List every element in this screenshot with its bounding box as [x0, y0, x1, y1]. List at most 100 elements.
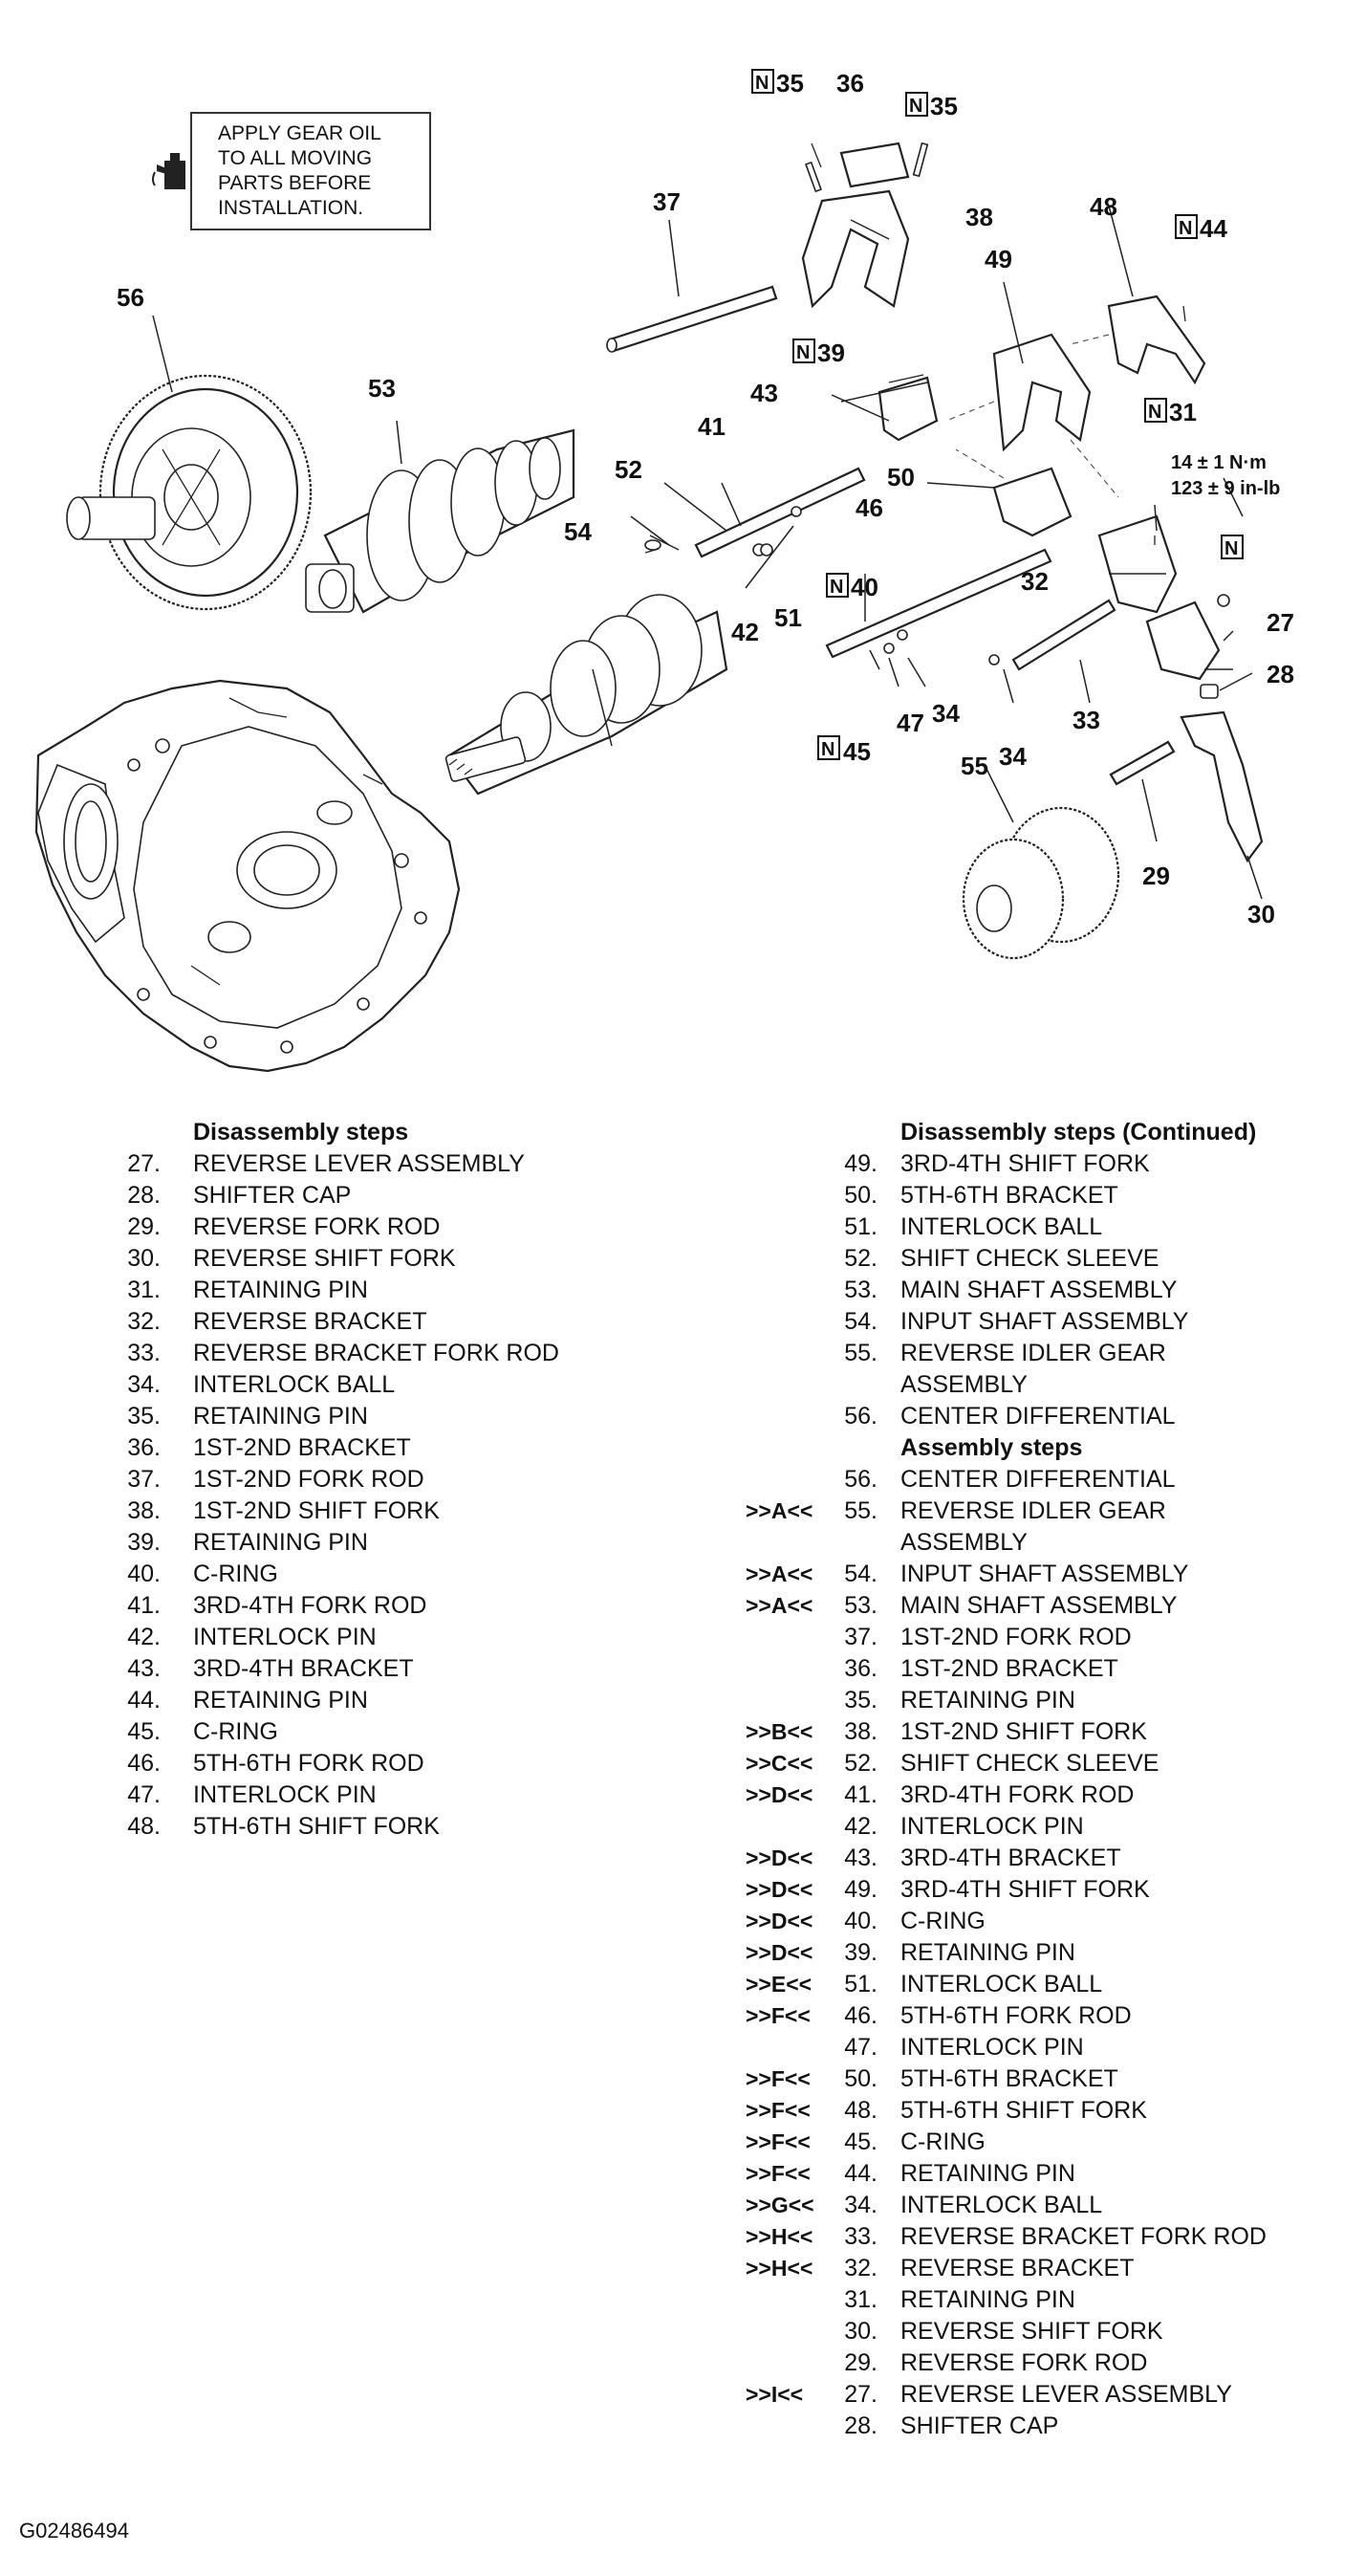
step-label: REVERSE FORK ROD [193, 1213, 441, 1240]
callout-34b: 34 [999, 742, 1027, 771]
step-number: 51. [844, 1213, 878, 1240]
step-number: 32. [844, 2255, 878, 2281]
callout-56: 56 [117, 283, 144, 312]
step-row: 47.INTERLOCK PIN [115, 1779, 650, 1811]
step-number: 51. [844, 1971, 878, 1997]
step-label: RETAINING PIN [900, 1687, 1075, 1714]
figure-id: G02486494 [19, 2519, 129, 2543]
step-row: 35.RETAINING PIN [746, 1685, 1357, 1716]
step-number: 37. [844, 1624, 878, 1650]
step-marker: >>A<< [746, 1561, 813, 1586]
step-number: 42. [844, 1813, 878, 1840]
step-label: C-RING [193, 1718, 278, 1745]
callout-35a: 35 [776, 69, 804, 98]
step-label: C-RING [193, 1561, 278, 1587]
callout-46: 46 [856, 493, 883, 522]
step-marker: >>D<< [746, 1877, 813, 1902]
shift-fork-48-drawing [1107, 295, 1206, 385]
assembly-heading: Assembly steps [900, 1434, 1083, 1461]
step-number: 36. [127, 1434, 161, 1461]
step-number: 44. [127, 1687, 161, 1714]
step-label: 5TH-6TH BRACKET [900, 2065, 1118, 2092]
step-label: 1ST-2ND SHIFT FORK [900, 1718, 1147, 1745]
step-number: 28. [844, 2412, 878, 2439]
step-label: 5TH-6TH FORK ROD [193, 1750, 424, 1777]
step-label: SHIFTER CAP [193, 1182, 352, 1209]
step-row: >>D<<39.RETAINING PIN [746, 1937, 1357, 1969]
step-number: 46. [127, 1750, 161, 1777]
callout-50: 50 [887, 463, 915, 491]
step-label: 1ST-2ND FORK ROD [900, 1624, 1132, 1650]
step-number: 47. [844, 2034, 878, 2061]
step-label: 1ST-2ND BRACKET [193, 1434, 411, 1461]
step-number: 35. [127, 1403, 161, 1430]
step-row: 48.5TH-6TH SHIFT FORK [115, 1811, 650, 1843]
n-marker-40: N [830, 577, 843, 598]
step-label: REVERSE SHIFT FORK [900, 2318, 1163, 2345]
step-number: 38. [127, 1497, 161, 1524]
step-row: >>A<<55.REVERSE IDLER GEAR [746, 1495, 1357, 1527]
callout-31: 31 [1169, 398, 1197, 426]
callout-53: 53 [368, 374, 396, 403]
step-number: 55. [844, 1340, 878, 1366]
step-number: 56. [844, 1403, 878, 1430]
step-marker: >>F<< [746, 2129, 811, 2154]
small-pins-drawing [644, 142, 1230, 666]
step-number: 56. [844, 1466, 878, 1493]
bracket-43-drawing [878, 376, 939, 442]
step-number: 45. [844, 2128, 878, 2155]
step-number: 52. [844, 1750, 878, 1777]
step-number: 49. [844, 1150, 878, 1177]
step-marker: >>D<< [746, 1782, 813, 1807]
step-label: RETAINING PIN [193, 1277, 368, 1303]
callout-43: 43 [750, 379, 778, 407]
step-marker: >>H<< [746, 2224, 813, 2249]
step-marker: >>A<< [746, 1593, 813, 1618]
callout-37: 37 [653, 187, 681, 216]
step-row: >>F<<50.5TH-6TH BRACKET [746, 2063, 1357, 2095]
step-number: 54. [844, 1561, 878, 1587]
transaxle-case-drawing [34, 679, 461, 1073]
step-label: INTERLOCK BALL [900, 1213, 1103, 1240]
step-label: 3RD-4TH SHIFT FORK [900, 1876, 1150, 1903]
step-label: REVERSE BRACKET FORK ROD [900, 2223, 1267, 2250]
step-label: REVERSE LEVER ASSEMBLY [900, 2381, 1232, 2408]
step-number: 31. [844, 2286, 878, 2313]
lever-27-drawing [1145, 600, 1221, 681]
step-number: 32. [127, 1308, 161, 1335]
step-row: 33.REVERSE BRACKET FORK ROD [115, 1338, 650, 1369]
step-marker: >>B<< [746, 1719, 813, 1744]
step-label: MAIN SHAFT ASSEMBLY [900, 1592, 1178, 1619]
callout-40: 40 [851, 573, 878, 601]
step-row: 50.5TH-6TH BRACKET [746, 1180, 1357, 1212]
step-number: 27. [844, 2381, 878, 2408]
step-label: ASSEMBLY [900, 1371, 1028, 1398]
step-row: 54.INPUT SHAFT ASSEMBLY [746, 1306, 1357, 1338]
step-label: C-RING [900, 2128, 986, 2155]
fork-rod-33-drawing [1011, 599, 1116, 671]
note-line-1: APPLY GEAR OIL [218, 122, 381, 144]
step-marker: >>G<< [746, 2193, 814, 2217]
callout-32: 32 [1021, 567, 1049, 596]
step-number: 40. [127, 1561, 161, 1587]
callout-47: 47 [897, 709, 924, 737]
step-row: 35.RETAINING PIN [115, 1401, 650, 1432]
callout-39: 39 [817, 338, 845, 367]
step-number: 39. [127, 1529, 161, 1556]
step-row: 47.INTERLOCK PIN [746, 2032, 1357, 2063]
step-row: >>C<<52.SHIFT CHECK SLEEVE [746, 1748, 1357, 1779]
step-row: 36.1ST-2ND BRACKET [746, 1653, 1357, 1685]
step-row: >>D<<41.3RD-4TH FORK ROD [746, 1779, 1357, 1811]
step-row: 56.CENTER DIFFERENTIAL [746, 1464, 1357, 1495]
step-row: 37. 1ST-2ND FORK ROD [746, 1622, 1357, 1653]
step-label: 3RD-4TH FORK ROD [900, 1781, 1135, 1808]
reverse-idler-gear-drawing [962, 806, 1120, 960]
shifter-cap-28-drawing [1200, 684, 1219, 699]
step-row: >>D<<49.3RD-4TH SHIFT FORK [746, 1874, 1357, 1906]
step-row: 37.1ST-2ND FORK ROD [115, 1464, 650, 1495]
leader-lines [152, 205, 1263, 900]
fork-rod-29-drawing [1109, 740, 1176, 786]
step-label: 3RD-4TH FORK ROD [193, 1592, 427, 1619]
step-row: 52.SHIFT CHECK SLEEVE [746, 1243, 1357, 1275]
step-label: SHIFT CHECK SLEEVE [900, 1245, 1159, 1272]
